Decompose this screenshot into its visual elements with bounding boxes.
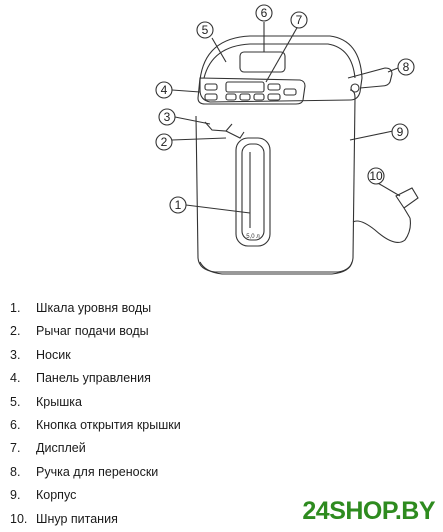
legend-item: 3. Носик [10,344,270,367]
water-lever [225,130,245,139]
legend-item: 8. Ручка для переноски [10,461,270,484]
legend-text: Корпус [36,488,77,503]
legend-number: 4. [10,371,21,386]
legend-item: 6. Кнопка открытия крышки [10,414,270,437]
legend-number: 8. [10,464,21,479]
callout-1: 1 [175,198,182,212]
legend-number: 5. [10,394,21,409]
legend-number: 3. [10,347,21,362]
legend-item: 2. Рычаг подачи воды [10,320,270,343]
parts-legend: 1.Шкала уровня воды 2.Рычаг подачи воды … [10,297,270,531]
spout [204,121,233,132]
kettle-lid [199,35,363,103]
legend-text: Рычаг подачи воды [36,324,149,339]
callout-9: 9 [397,125,404,139]
brand-watermark: 24SHOP.BY [302,497,435,525]
legend-text: Шкала уровня воды [36,301,152,315]
callout-4: 4 [161,83,168,97]
callout-5: 5 [202,23,209,37]
callout-2: 2 [161,135,168,149]
lid-open-button [239,51,286,73]
legend-text: Дисплей [36,441,86,456]
thermopot-diagram: 1 2 3 4 5 6 7 8 9 10 5,0 л [155,4,419,275]
legend-number: 7. [10,441,21,456]
legend-item: 4. Панель управления [10,367,270,390]
legend-item: 7. Дисплей [10,437,270,460]
callout-7: 7 [296,13,303,27]
legend-number: 2. [10,324,21,339]
legend-item: 5. Крышка [10,391,270,414]
power-plug [395,187,419,219]
water-level-gauge [235,137,271,247]
callout-6: 6 [261,6,268,20]
callout-3: 3 [164,110,171,124]
callout-8: 8 [403,60,410,74]
legend-text: Носик [36,347,71,362]
legend-text: Панель управления [36,371,151,386]
control-panel [197,77,306,105]
callout-10: 10 [369,169,383,183]
display [225,81,265,93]
kettle-body [195,89,356,273]
legend-text: Кнопка открытия крышки [36,417,181,432]
legend-text: Ручка для переноски [36,464,159,479]
legend-number: 1. [10,301,21,315]
legend-text: Шнур питания [36,511,118,526]
legend-number: 6. [10,417,21,432]
gauge-capacity-label: 5,0 л [246,234,260,240]
legend-item: 9. Корпус [10,484,270,507]
legend-item: 10. Шнур питания [10,508,270,531]
legend-item: 1. Шкала уровня воды [10,297,270,320]
kettle-base [199,261,353,275]
legend-number: 10. [10,511,28,526]
power-cord [352,217,411,243]
legend-text: Крышка [36,394,82,409]
legend-number: 9. [10,488,21,503]
